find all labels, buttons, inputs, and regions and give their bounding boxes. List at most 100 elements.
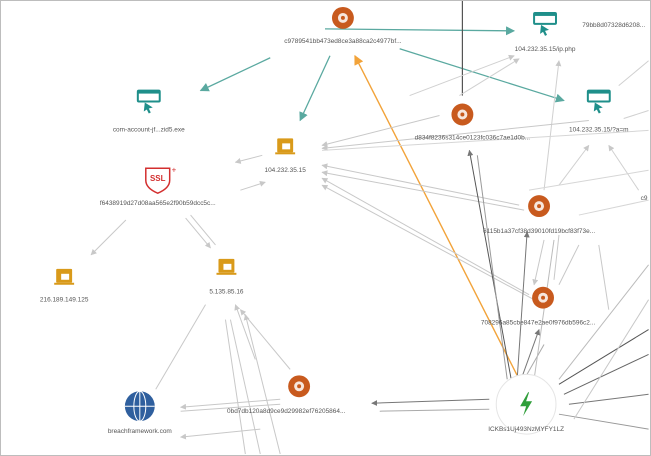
node-label: 104.232.35.15/?a=m xyxy=(569,126,629,133)
hash-node-top-right[interactable]: 79bb8d07328d6208... xyxy=(582,22,645,29)
edge xyxy=(321,129,649,151)
edge xyxy=(321,184,535,301)
edge xyxy=(459,58,520,97)
url-node-ip-php[interactable]: 104.232.35.15/ip.php xyxy=(515,11,576,53)
edge xyxy=(354,54,520,380)
ssl-shield-icon xyxy=(145,167,171,194)
ip-node-104[interactable]: 104.232.35.15 xyxy=(264,138,306,174)
edge xyxy=(90,219,127,256)
edge xyxy=(558,329,649,385)
malware-node-top[interactable]: c9789541bb473ed8ce3a88ca2c4977bf... xyxy=(284,6,402,45)
edge xyxy=(409,54,515,97)
edge xyxy=(533,239,555,380)
network-card-port xyxy=(61,273,70,280)
bug-icon-spot xyxy=(537,204,542,209)
bug-icon-spot xyxy=(297,384,302,389)
node-label: 0bd7db120a8d9ce9d29982ef76205864... xyxy=(227,408,346,415)
edge xyxy=(224,319,246,455)
edge xyxy=(553,234,560,280)
node-label: com-account-jf...zid5.exe xyxy=(113,126,185,133)
edge xyxy=(623,110,649,119)
edge xyxy=(543,60,562,191)
partial-node-right[interactable]: c9 xyxy=(641,195,648,202)
bug-icon-spot xyxy=(541,295,546,300)
threat-actor-node[interactable]: ICKBs1Uj493NzMYFY1LZ xyxy=(488,373,564,435)
edge xyxy=(516,231,530,380)
bug-icon-spot xyxy=(340,15,345,20)
plus-icon: + xyxy=(172,165,177,174)
edge xyxy=(321,119,589,151)
edge xyxy=(243,314,281,455)
browser-icon-bar xyxy=(137,90,160,94)
edge xyxy=(199,57,271,92)
malware-node-2[interactable]: d834f8236s314ce0123fc036c7ae1d0b... xyxy=(415,103,531,142)
edge xyxy=(598,244,610,310)
cursor-icon xyxy=(540,24,550,36)
node-label: f6438919d27d08aa565e2f90b59dcc5c... xyxy=(100,200,216,207)
ip-node-216[interactable]: 216.189.149.125 xyxy=(40,268,89,304)
edge xyxy=(155,304,206,390)
edge xyxy=(578,199,649,216)
edge xyxy=(379,408,490,412)
node-label: c9789541bb473ed8ce3a88ca2c4977bf... xyxy=(284,38,401,45)
node-label: 104.232.35.15/ip.php xyxy=(515,46,576,53)
edge xyxy=(299,55,331,122)
malware-node-4[interactable]: 708296a85cbe847e2ae0f976db596c2... xyxy=(481,286,596,327)
url-node-query[interactable]: 104.232.35.15/?a=m xyxy=(569,89,629,134)
edge xyxy=(190,214,216,246)
edge xyxy=(568,393,649,405)
edge xyxy=(321,115,440,147)
network-card-pin xyxy=(275,152,296,155)
edge xyxy=(467,149,512,380)
node-label: 5.135.85.16 xyxy=(209,289,244,296)
node-label: 708296a85cbe847e2ae0f976db596c2... xyxy=(481,320,596,327)
node-label: 6115b1a37cf38d39010fd19bcf83f73e... xyxy=(483,228,595,235)
edge xyxy=(523,344,545,380)
edge xyxy=(234,304,256,360)
lightning-icon xyxy=(520,392,533,417)
edge xyxy=(180,428,261,440)
browser-icon-bar xyxy=(534,12,556,16)
node-label: 216.189.149.125 xyxy=(40,297,89,304)
cursor-icon xyxy=(593,102,603,114)
cursor-icon xyxy=(143,102,153,114)
edge xyxy=(532,239,545,286)
ip-node-5[interactable]: 5.135.85.16 xyxy=(209,258,244,296)
edge xyxy=(324,26,516,36)
ssl-node[interactable]: SSL + f6438919d27d08aa565e2f90b59dcc5c..… xyxy=(100,165,216,207)
url-node-exe[interactable]: com-account-jf...zid5.exe xyxy=(113,89,185,134)
edge xyxy=(321,170,525,211)
node-label: breachframework.com xyxy=(108,428,172,435)
edge xyxy=(558,144,590,186)
edge xyxy=(234,154,263,164)
node-label: ICKBs1Uj493NzMYFY1LZ xyxy=(488,426,564,433)
node-label: c9 xyxy=(641,195,648,202)
edge xyxy=(371,398,490,407)
malware-node-5[interactable]: 0bd7db120a8d9ce9d29982ef76205864... xyxy=(227,375,346,415)
node-label: d834f8236s314ce0123fc036c7ae1d0b... xyxy=(415,134,531,141)
edge xyxy=(321,177,530,296)
edge xyxy=(529,169,649,191)
edge xyxy=(618,60,649,87)
edge xyxy=(558,244,580,285)
edges-layer xyxy=(90,1,649,455)
node-label: 79bb8d07328d6208... xyxy=(582,22,645,29)
edge xyxy=(558,264,649,380)
edge xyxy=(520,328,541,380)
ssl-icon-text: SSL xyxy=(150,174,166,183)
edge xyxy=(563,353,649,395)
malware-node-3[interactable]: 6115b1a37cf38d39010fd19bcf83f73e... xyxy=(483,195,595,235)
edge xyxy=(399,48,565,103)
network-card-pin xyxy=(54,282,75,285)
browser-icon-bar xyxy=(587,90,610,94)
domain-node[interactable]: breachframework.com xyxy=(108,390,172,435)
node-label: 104.232.35.15 xyxy=(264,167,306,174)
edge xyxy=(558,413,649,430)
edge xyxy=(185,217,211,249)
bug-icon-spot xyxy=(460,112,465,117)
edge xyxy=(240,180,266,191)
edge xyxy=(321,163,520,206)
network-card-pin xyxy=(216,272,237,275)
network-card-port xyxy=(282,143,291,150)
